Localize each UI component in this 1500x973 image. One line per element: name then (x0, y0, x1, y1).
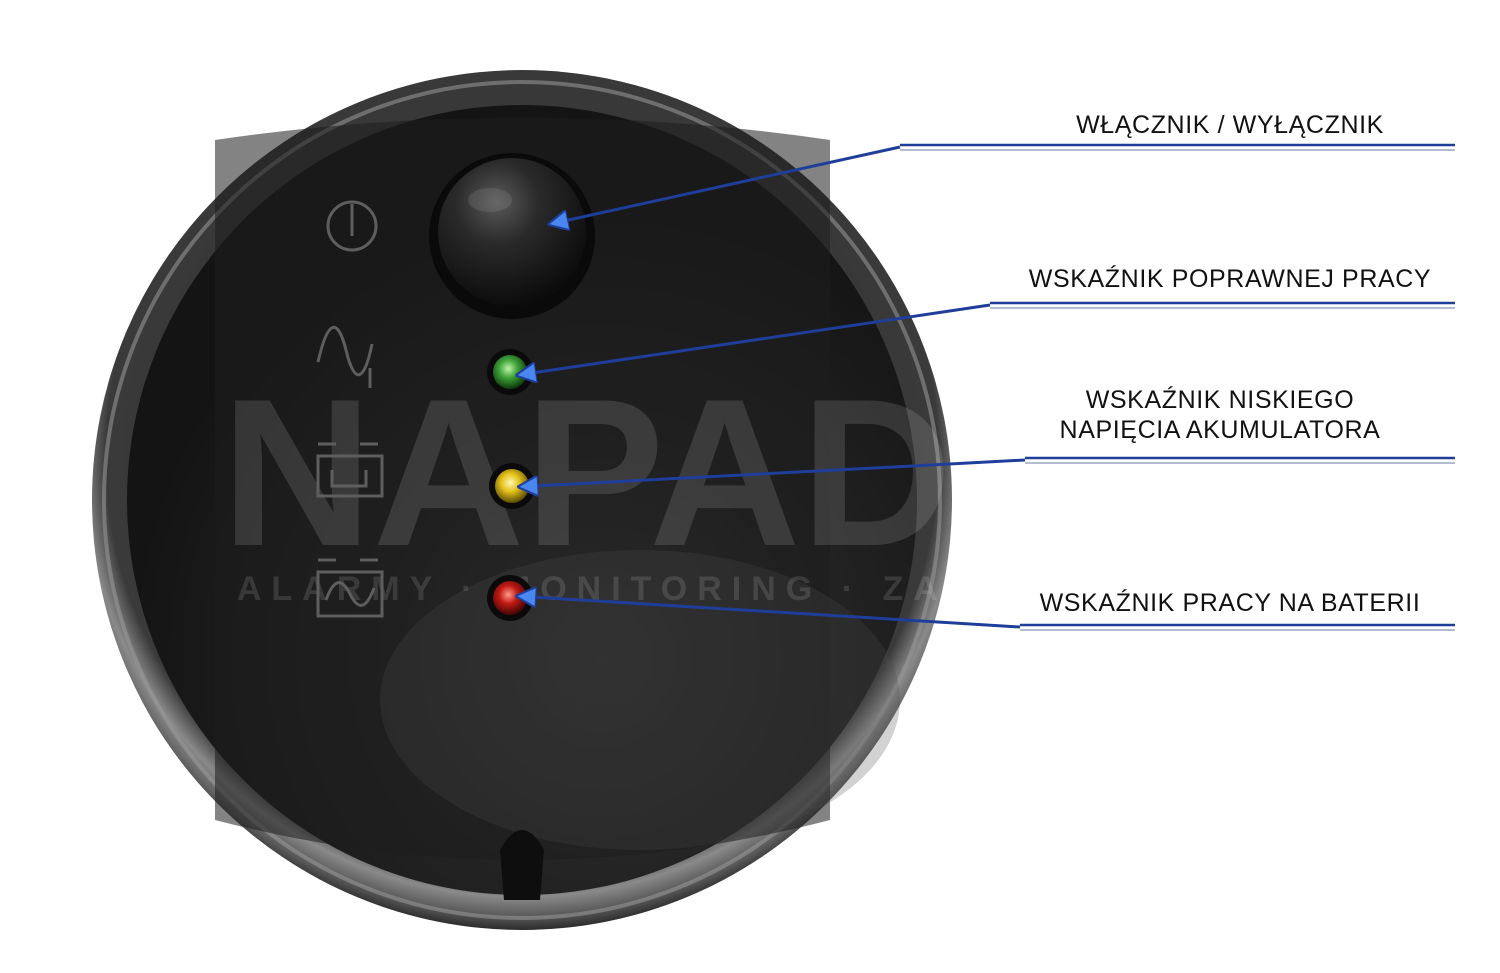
low-battery-label-line2: NAPIĘCIA AKUMULATORA (1059, 416, 1381, 444)
power-switch-label: WŁĄCZNIK / WYŁĄCZNIK (1020, 110, 1440, 140)
sine-wave-icon (316, 326, 374, 388)
on-battery-label: WSKAŹNIK PRACY NA BATERII (970, 588, 1490, 618)
on-battery-label-text: WSKAŹNIK PRACY NA BATERII (1039, 589, 1421, 617)
low-battery-label: WSKAŹNIK NISKIEGO NAPIĘCIA AKUMULATORA (1000, 385, 1440, 445)
panel-notch (500, 830, 544, 900)
svg-text:ALARMY · MONITORING · ZABEZPIE: ALARMY · MONITORING · ZABEZPIECZEŃ (237, 570, 1263, 608)
normal-operation-label: WSKAŹNIK POPRAWNEJ PRACY (960, 264, 1500, 294)
svg-text:NAPAD.PL: NAPAD.PL (221, 355, 1279, 590)
leader-power (564, 143, 1455, 221)
leader-on-battery (532, 597, 1455, 631)
power-switch-label-text: WŁĄCZNIK / WYŁĄCZNIK (1076, 111, 1384, 139)
led-green (487, 349, 533, 395)
led-red (487, 575, 533, 621)
watermark: NAPAD.PL ALARMY · MONITORING · ZABEZPIEC… (221, 355, 1279, 608)
normal-operation-label-text: WSKAŹNIK POPRAWNEJ PRACY (1028, 265, 1432, 293)
battery-low-icon (316, 442, 384, 498)
low-battery-label-line1: WSKAŹNIK NISKIEGO (1085, 386, 1355, 414)
battery-ac-icon (316, 558, 384, 618)
leader-low-battery (534, 456, 1455, 486)
leader-ok (532, 301, 1455, 373)
power-button[interactable] (429, 153, 595, 319)
power-symbol-icon (326, 200, 378, 252)
led-yellow (489, 463, 535, 509)
